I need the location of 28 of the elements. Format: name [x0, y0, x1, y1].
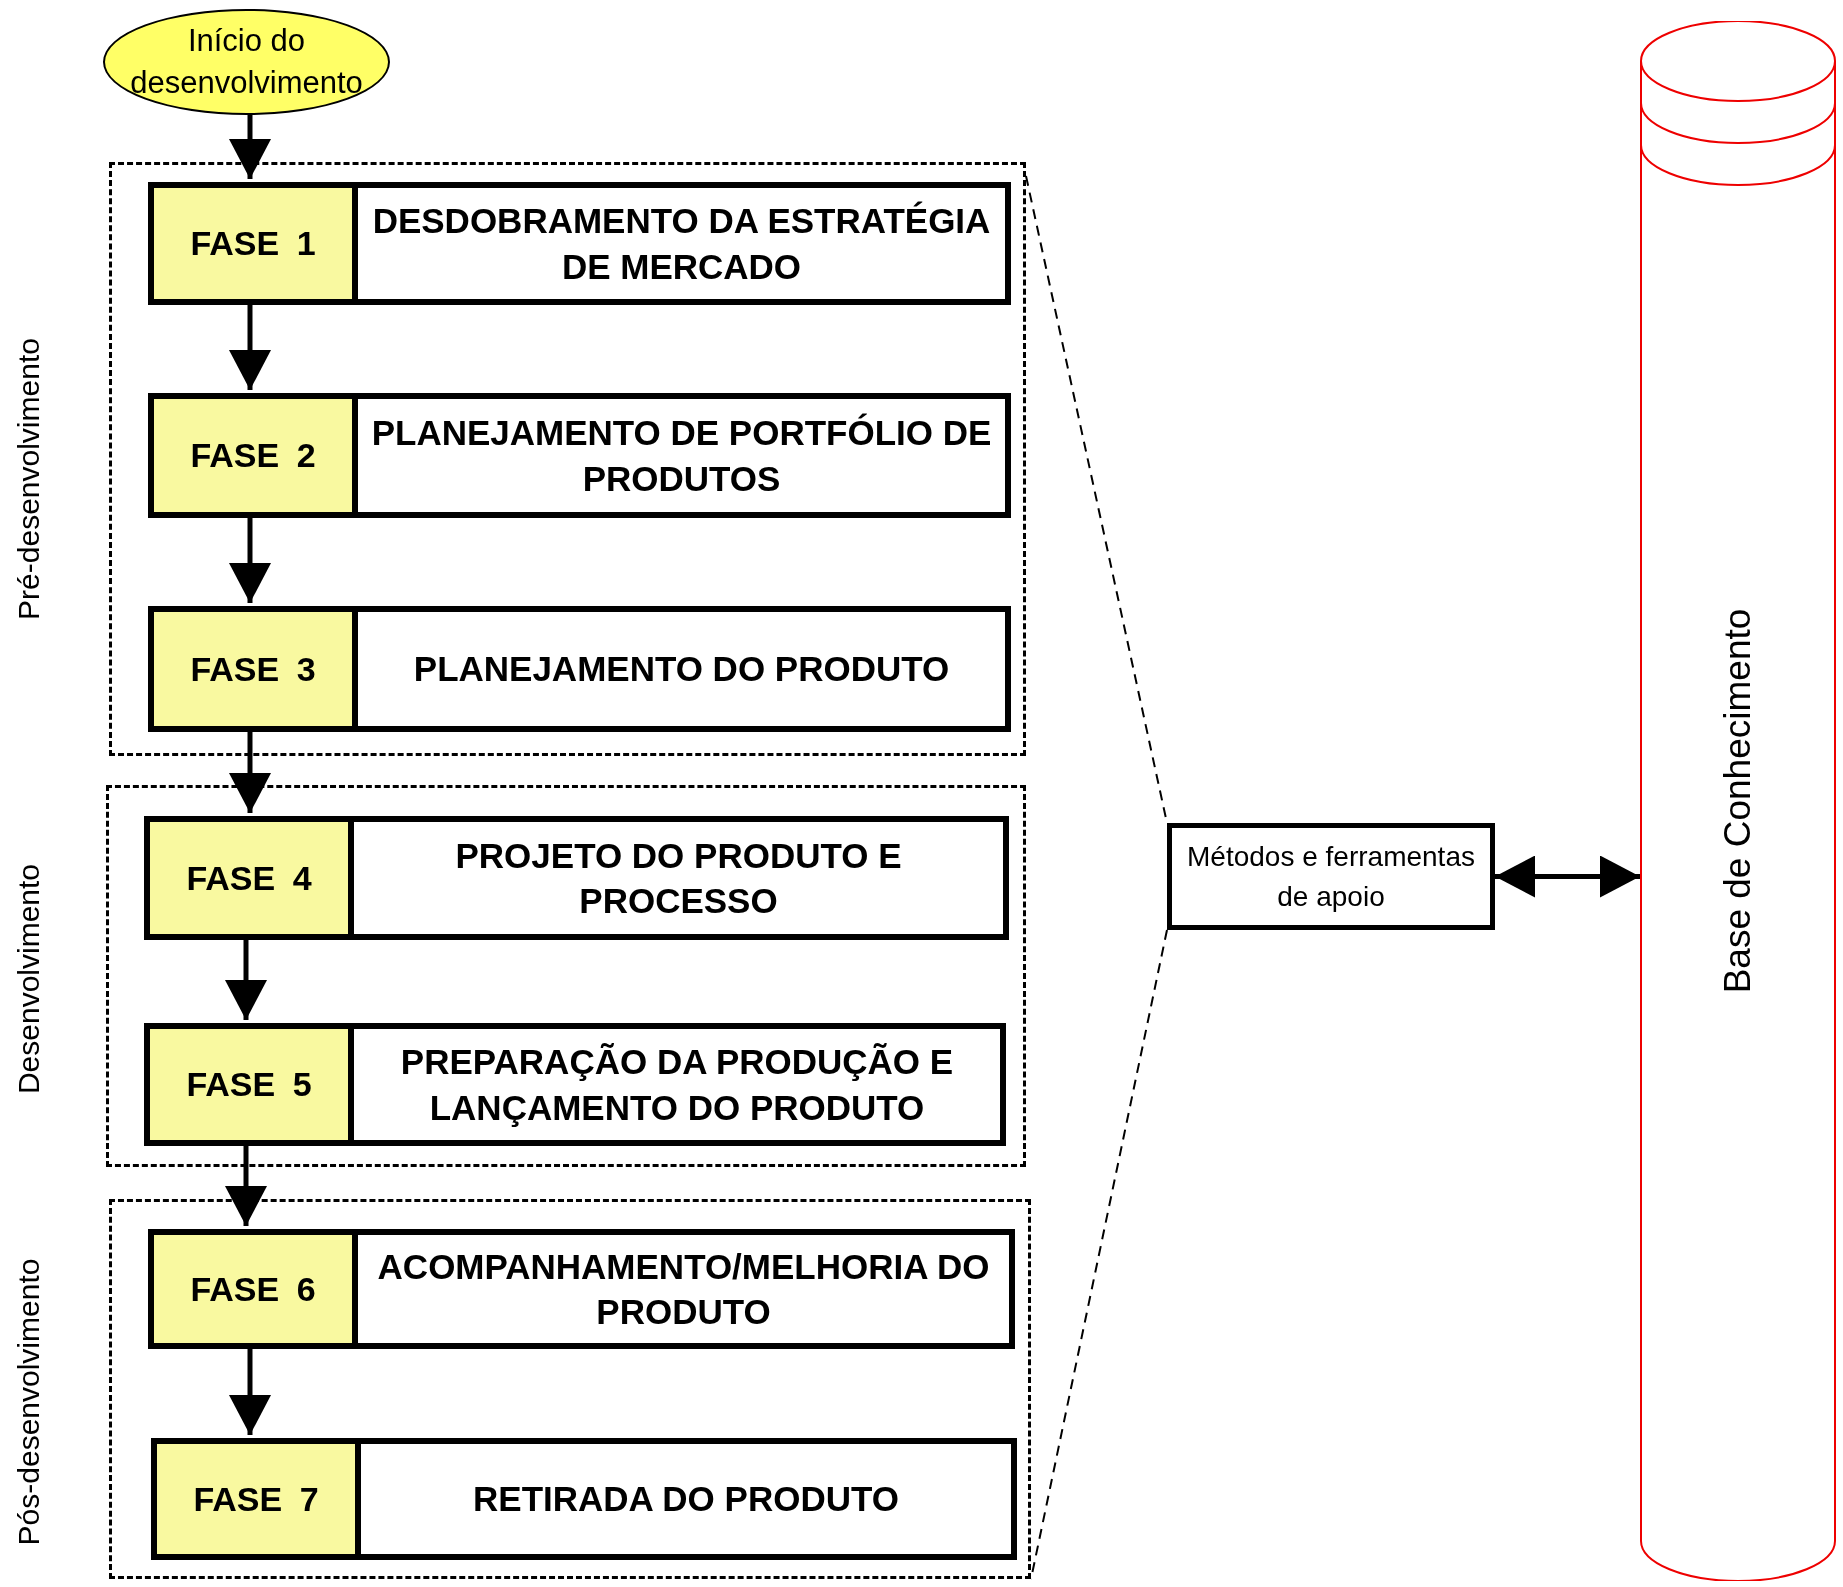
- phase-tag: FASE 7: [157, 1444, 361, 1554]
- phase-title: ACOMPANHAMENTO/MELHORIA DO PRODUTO: [376, 1245, 991, 1333]
- phase-title: PLANEJAMENTO DO PRODUTO: [412, 648, 951, 691]
- phase-title: PROJETO DO PRODUTO E PROCESSO: [454, 834, 903, 922]
- arrow: [229, 115, 271, 179]
- arrow: [229, 515, 271, 603]
- arrow: [225, 1143, 267, 1226]
- phase-title: RETIRADA DO PRODUTO: [472, 1478, 900, 1521]
- group-label: Pós-desenvolvimento: [12, 1258, 46, 1546]
- phase-tag: FASE 4: [150, 822, 354, 934]
- arrow: [229, 1346, 271, 1435]
- group-label: Pré-desenvolvimento: [12, 338, 46, 620]
- phase-tag: FASE 2: [154, 399, 358, 512]
- group-label: Desenvolvimento: [12, 863, 46, 1095]
- phase-title: DESDOBRAMENTO DA ESTRATÉGIA DE MERCADO: [371, 200, 992, 288]
- phase-tag: FASE 1: [154, 188, 358, 299]
- arrow: [225, 937, 267, 1020]
- support-box: Métodos e ferramentas de apoio: [1167, 823, 1495, 930]
- arrow: [1495, 855, 1640, 898]
- arrow: [229, 302, 271, 390]
- phase-tag: FASE 6: [154, 1235, 358, 1343]
- cylinder-label: Base de Conhecimento: [1717, 608, 1759, 994]
- phase-title: PREPARAÇÃO DA PRODUÇÃO E LANÇAMENTO DO PRODUTO: [399, 1041, 955, 1129]
- start-ellipse: Início do desenvolvimento: [103, 9, 390, 115]
- arrow: [229, 729, 271, 813]
- phase-title: PLANEJAMENTO DE PORTFÓLIO DE PRODUTOS: [370, 412, 993, 500]
- phase-tag: FASE 5: [150, 1029, 354, 1140]
- phase-tag: FASE 3: [154, 612, 358, 726]
